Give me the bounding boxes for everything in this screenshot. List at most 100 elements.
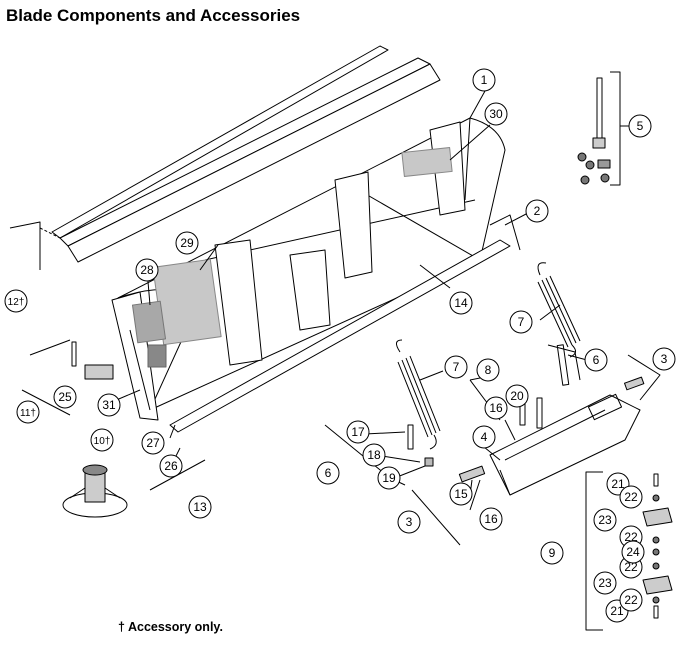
callout-circle (621, 540, 645, 564)
callout-circle (141, 431, 165, 455)
callout-c6b: 6 (316, 461, 340, 485)
callout-label: 1 (481, 73, 488, 87)
callout-label: 2 (534, 204, 541, 218)
callout-label: 24 (626, 545, 640, 559)
deflector-strip (39, 45, 441, 263)
callout-circle (449, 291, 473, 315)
callout-c3a: 3 (652, 347, 676, 371)
callout-label: 26 (164, 459, 178, 473)
callout-c11: 11† (16, 400, 40, 424)
shoe-assembly (62, 464, 128, 518)
callout-c16b: 16 (479, 507, 503, 531)
callout-label: 3 (406, 515, 413, 529)
callout-c22a: 22 (619, 485, 643, 509)
callout-c14: 14 (449, 291, 473, 315)
callout-c16a: 16 (484, 396, 508, 420)
callout-circle (479, 507, 503, 531)
callout-label: 20 (510, 389, 524, 403)
callout-label: 21 (611, 477, 625, 491)
callout-c13: 13 (188, 495, 212, 519)
callout-circle (525, 199, 549, 223)
bolt-25 (71, 341, 77, 367)
callout-circle (484, 396, 508, 420)
callout-c24: 24 (621, 540, 645, 564)
callout-circle (159, 454, 183, 478)
callout-c23b: 23 (593, 571, 617, 595)
callout-circle (97, 393, 121, 417)
callout-label: 19 (382, 471, 396, 485)
callout-label: 12† (8, 297, 25, 308)
page-title: Blade Components and Accessories (6, 6, 301, 25)
callout-circle (628, 114, 652, 138)
cutting-edge (169, 239, 511, 433)
callout-c19: 19 (377, 466, 401, 490)
callout-label: 13 (193, 500, 207, 514)
callout-label: 31 (102, 398, 116, 412)
callout-c17: 17 (346, 420, 370, 444)
pin-6 (556, 344, 570, 386)
callout-circle (505, 384, 529, 408)
spring-right (537, 262, 581, 358)
callout-label: 6 (325, 466, 332, 480)
callout-circle (472, 68, 496, 92)
spring-left (396, 339, 441, 450)
callout-circle (362, 443, 386, 467)
callout-circle (652, 347, 676, 371)
callout-label: 23 (598, 576, 612, 590)
callout-label: 16 (484, 512, 498, 526)
bolt-17 (407, 424, 414, 450)
callout-label: 10† (94, 436, 111, 447)
callout-label: 22 (624, 560, 638, 574)
callout-label: 5 (637, 119, 644, 133)
bolt-kit (577, 77, 611, 185)
callout-label: 22 (624, 490, 638, 504)
callout-label: 7 (453, 360, 460, 374)
callout-label: 9 (549, 546, 556, 560)
callout-label: 7 (518, 315, 525, 329)
callout-circle (90, 428, 114, 452)
decal-31 (147, 344, 167, 368)
callout-c10: 10† (90, 428, 114, 452)
callout-c9: 9 (540, 541, 564, 565)
callout-circle (619, 485, 643, 509)
callout-circle (397, 510, 421, 534)
callout-c4: 4 (472, 425, 496, 449)
callout-c7b: 7 (509, 310, 533, 334)
pin-20b (536, 397, 543, 429)
callout-label: 3 (661, 352, 668, 366)
callout-label: 21 (610, 604, 624, 618)
callout-label: 29 (180, 236, 194, 250)
callout-label: 23 (598, 513, 612, 527)
callout-label: 27 (146, 436, 160, 450)
callout-c22d: 22 (619, 588, 643, 612)
callout-circle (175, 231, 199, 255)
callout-circle (540, 541, 564, 565)
callout-label: 6 (593, 353, 600, 367)
callout-circle (593, 571, 617, 595)
callout-c30: 30 (484, 102, 508, 126)
pin-15 (458, 465, 486, 483)
blade-ribs (214, 121, 466, 366)
callout-circle (449, 482, 473, 506)
callout-c29: 29 (175, 231, 199, 255)
blade-end-plate (111, 291, 159, 421)
callout-c8: 8 (476, 358, 500, 382)
nut-19 (424, 457, 434, 467)
callout-label: 8 (485, 363, 492, 377)
callout-c28: 28 (135, 258, 159, 282)
callout-c25: 25 (53, 385, 77, 409)
bracket-lines (9, 71, 661, 631)
callout-c23a: 23 (593, 508, 617, 532)
callout-c31: 31 (97, 393, 121, 417)
callout-circle (584, 348, 608, 372)
callout-label: 15 (454, 487, 468, 501)
pin-3 (624, 376, 645, 391)
callout-c15: 15 (449, 482, 473, 506)
decal-30 (401, 147, 453, 177)
callout-c1: 1 (472, 68, 496, 92)
callout-circle (346, 420, 370, 444)
accessory-footnote: † Accessory only. (118, 620, 223, 634)
callout-circle (316, 461, 340, 485)
callout-circle (135, 258, 159, 282)
callout-c27: 27 (141, 431, 165, 455)
